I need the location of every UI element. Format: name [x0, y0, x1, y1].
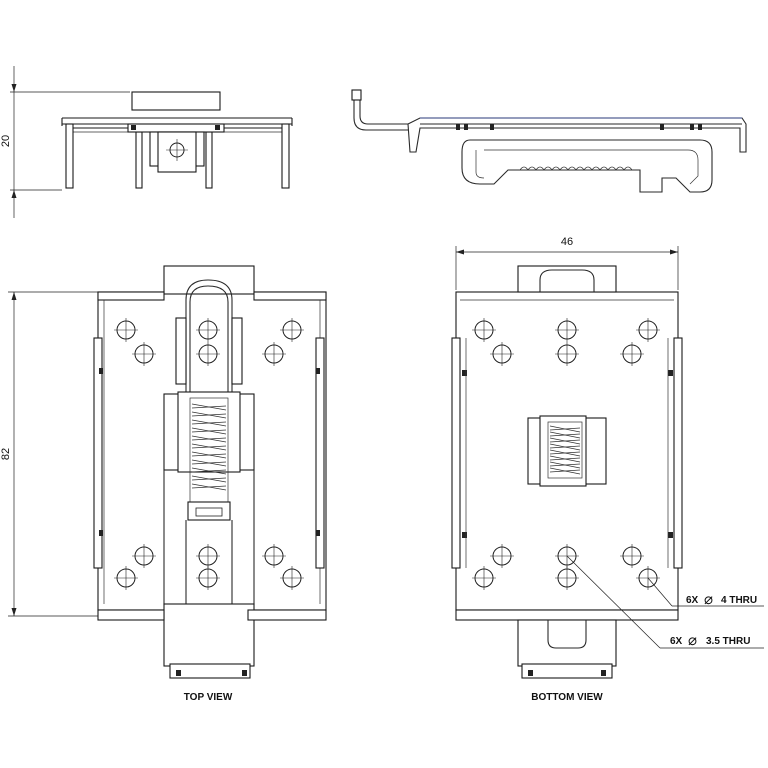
hole-callout-leaders [566, 555, 764, 649]
top-view-holes [114, 318, 304, 590]
top-view-label: TOP VIEW [184, 692, 233, 703]
width-dimension-label: 46 [561, 236, 573, 248]
height-dimension-label: 20 [0, 135, 12, 147]
spring-side [519, 166, 633, 171]
hole-callout-3-5-spec: 3.5 THRU [706, 636, 750, 647]
bottom-view: 46 [451, 236, 764, 703]
hole-callout-3-5-qty: 6X [670, 636, 683, 647]
bottom-view-holes [472, 318, 660, 590]
spring-bottom [527, 415, 607, 487]
hole-callout-4-spec: 4 THRU [721, 595, 757, 606]
length-dimension-label: 82 [0, 448, 12, 460]
width-dimension: 46 [455, 236, 679, 290]
height-dimension: 20 [0, 66, 130, 218]
length-dimension: 82 [0, 291, 98, 617]
diameter-icon: ⌀ [688, 632, 697, 649]
top-view: 82 [0, 265, 327, 703]
hole-callout-3-5: 6X ⌀ 3.5 THRU [670, 632, 750, 649]
bottom-view-label: BOTTOM VIEW [531, 692, 603, 703]
hole-callout-4: 6X ⌀ 4 THRU [686, 591, 757, 608]
side-profile-view [351, 89, 747, 193]
front-elevation-view: 20 [0, 66, 293, 218]
diameter-icon: ⌀ [704, 591, 713, 608]
hole-callout-4-qty: 6X [686, 595, 699, 606]
